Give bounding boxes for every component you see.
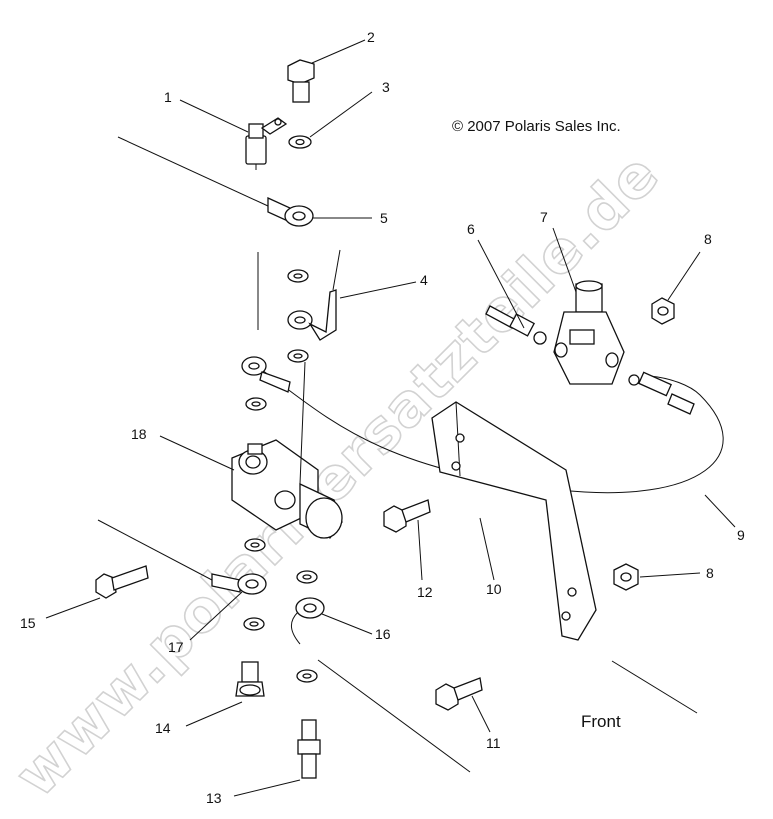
fitting-right bbox=[628, 371, 695, 415]
leader-9 bbox=[704, 494, 736, 528]
callout-1: 1 bbox=[164, 89, 172, 105]
leader-17 bbox=[189, 591, 243, 641]
callout-12: 12 bbox=[417, 584, 433, 600]
brake-line-9 bbox=[261, 369, 724, 494]
callout-5: 5 bbox=[380, 210, 388, 226]
callout-13: 13 bbox=[206, 790, 222, 806]
part-12-bolt bbox=[383, 499, 431, 533]
part-11-bolt bbox=[435, 677, 483, 711]
part-8-nut-lower bbox=[613, 563, 639, 591]
leader-12 bbox=[417, 519, 423, 581]
leader-16 bbox=[321, 613, 373, 635]
callout-10: 10 bbox=[486, 581, 502, 597]
leader-10 bbox=[479, 517, 495, 581]
part-18-proportioning-valve bbox=[231, 439, 343, 539]
banjo-mid bbox=[241, 356, 291, 393]
callout-6: 6 bbox=[467, 221, 475, 237]
watermark-text: www.polarisersatzteile.de bbox=[2, 140, 672, 810]
leader-8-upper bbox=[667, 251, 701, 301]
leader-4 bbox=[339, 281, 417, 299]
part-15-bolt bbox=[95, 565, 149, 599]
part-4-banjo-line bbox=[287, 249, 341, 341]
callout-8-upper: 8 bbox=[704, 231, 712, 247]
callout-4: 4 bbox=[420, 272, 428, 288]
leader-18 bbox=[159, 435, 235, 471]
callout-15: 15 bbox=[20, 615, 36, 631]
callout-16: 16 bbox=[375, 626, 391, 642]
callout-3: 3 bbox=[382, 79, 390, 95]
leader-3 bbox=[309, 91, 373, 138]
leader-7 bbox=[552, 227, 577, 293]
copyright-text: © 2007 Polaris Sales Inc. bbox=[452, 118, 621, 135]
callout-9: 9 bbox=[737, 527, 745, 543]
part-1-switch bbox=[245, 117, 288, 170]
part-2-bolt bbox=[287, 59, 315, 103]
part-10-bracket bbox=[431, 401, 597, 641]
callout-14: 14 bbox=[155, 720, 171, 736]
part-13-bleeder bbox=[297, 719, 321, 779]
part-7-valve bbox=[553, 280, 625, 385]
part-14-fitting bbox=[235, 661, 265, 697]
part-17-banjo bbox=[211, 573, 267, 595]
leader-6 bbox=[477, 239, 525, 329]
leader-8-lower bbox=[639, 572, 701, 578]
leader-14 bbox=[185, 701, 243, 727]
guide-line-5 bbox=[117, 136, 269, 207]
part-16-banjo-line bbox=[291, 597, 325, 645]
front-label: Front bbox=[581, 712, 621, 731]
front-arrow-line bbox=[611, 660, 698, 714]
callout-17: 17 bbox=[168, 639, 184, 655]
callout-8-lower: 8 bbox=[706, 565, 714, 581]
guide-line-17 bbox=[97, 519, 213, 581]
callout-18: 18 bbox=[131, 426, 147, 442]
leader-to-4 bbox=[299, 361, 306, 485]
callout-11: 11 bbox=[486, 735, 501, 751]
part-5-banjo bbox=[267, 196, 314, 227]
leader-2 bbox=[311, 39, 366, 64]
part-8-nut-upper bbox=[651, 297, 675, 325]
callout-7: 7 bbox=[540, 209, 548, 225]
leader-11 bbox=[471, 695, 491, 733]
leader-15 bbox=[45, 597, 101, 619]
guide-line-16 bbox=[317, 659, 471, 773]
leader-1 bbox=[179, 99, 249, 133]
callout-2: 2 bbox=[367, 29, 375, 45]
leader-13 bbox=[233, 779, 301, 797]
